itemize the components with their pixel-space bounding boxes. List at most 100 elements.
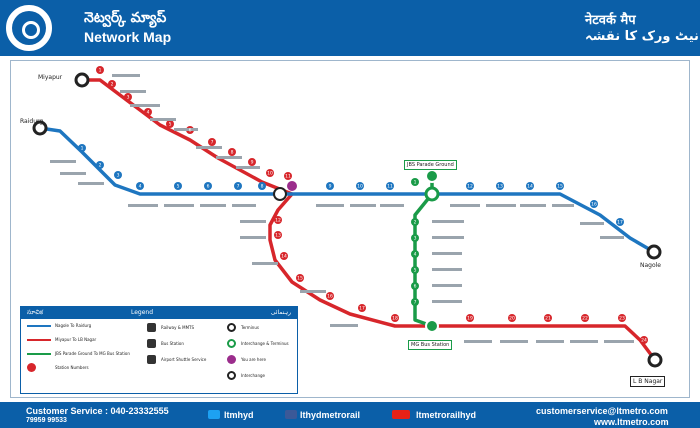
- metro-rail-logo-icon: [6, 5, 52, 51]
- station-label-jbs[interactable]: JBS Parade Ground: [404, 160, 457, 170]
- blue-station-marker: [174, 182, 182, 190]
- red-station-marker: [228, 148, 236, 156]
- station-label: [300, 290, 326, 293]
- station-number-label: 4: [147, 110, 150, 116]
- red-line-stations: [96, 66, 648, 344]
- red-station-marker: [124, 93, 132, 101]
- red-station-marker: [466, 314, 474, 322]
- station-number-label: 7: [414, 300, 417, 306]
- station-number-label: 2: [414, 220, 417, 226]
- red-station-marker: [508, 314, 516, 322]
- station-number-label: 2: [111, 82, 114, 88]
- station-number-icon: [27, 363, 36, 372]
- youtube-handle[interactable]: ltmetrorailhyd: [416, 410, 477, 420]
- legend-title-telugu: సూచిక: [27, 309, 43, 316]
- station-number-label: 6: [207, 184, 210, 190]
- station-number-label: 15: [297, 276, 303, 282]
- station-number-label: 10: [267, 171, 273, 177]
- page-title: Network Map: [84, 29, 172, 45]
- terminus-miyapur-icon[interactable]: [74, 72, 90, 88]
- station-number-label: 6: [189, 128, 192, 134]
- red-station-marker: [581, 314, 589, 322]
- red-station-marker: [284, 172, 292, 180]
- legend-item-label: JBS Parade Ground To MG Bus Station: [55, 351, 130, 356]
- twitter-icon: [208, 410, 220, 419]
- station-number-label: 7: [211, 140, 214, 146]
- legend-item-label: Interchange & Terminus: [241, 341, 289, 346]
- terminus-raidurg-icon[interactable]: [32, 120, 48, 136]
- blue-station-marker: [114, 171, 122, 179]
- blue-station-marker: [356, 182, 364, 190]
- blue-station-marker: [556, 182, 564, 190]
- blue-station-marker: [326, 182, 334, 190]
- interchange-ameerpet-icon[interactable]: [273, 187, 287, 201]
- legend-item-label: You are here: [241, 357, 266, 362]
- legend-item-label: Station Numbers: [55, 365, 89, 370]
- red-line-swatch: [27, 339, 51, 341]
- station-label: [450, 204, 480, 207]
- interchange-mgbs-icon[interactable]: [425, 319, 439, 333]
- page-title-urdu: نیٹ ورک کا نقشہ: [585, 29, 699, 44]
- station-number-label: 11: [387, 184, 393, 190]
- station-number-label: 1: [99, 68, 102, 74]
- station-number-label: 1: [414, 180, 417, 186]
- station-number-label: 5: [177, 184, 180, 190]
- station-label: [432, 252, 462, 255]
- station-number-label: 22: [582, 316, 588, 322]
- station-label: [200, 204, 226, 207]
- red-station-marker: [640, 336, 648, 344]
- station-label-miyapur[interactable]: Miyapur: [38, 74, 63, 81]
- red-station-marker: [248, 158, 256, 166]
- interchange-jbs-icon[interactable]: [425, 169, 439, 183]
- station-number-label: 21: [545, 316, 551, 322]
- facebook-icon: [285, 410, 297, 419]
- station-label: [232, 204, 256, 207]
- railway-icon: [147, 323, 156, 332]
- station-label: [50, 160, 76, 163]
- legend-item-label: Railway & MMTS: [161, 325, 195, 330]
- station-label-lb-nagar[interactable]: L B Nagar: [630, 376, 666, 387]
- red-station-marker: [108, 80, 116, 88]
- station-number-label: 24: [641, 338, 647, 344]
- station-number-label: 15: [557, 184, 563, 190]
- terminus-nagole-icon[interactable]: [646, 244, 662, 260]
- terminus-lb-nagar-icon[interactable]: [647, 352, 663, 368]
- terminus-icon: [227, 323, 236, 332]
- station-number-label: 6: [414, 284, 417, 290]
- station-label: [128, 204, 158, 207]
- station-number-label: 9: [251, 160, 254, 166]
- blue-station-marker: [78, 144, 86, 152]
- red-station-marker: [544, 314, 552, 322]
- station-label: [432, 268, 462, 271]
- station-number-label: 14: [281, 254, 287, 260]
- website-link[interactable]: www.ltmetro.com: [594, 417, 669, 427]
- station-number-label: 17: [359, 306, 365, 312]
- station-number-label: 3: [117, 173, 120, 179]
- legend-item-label: Terminus: [241, 325, 259, 330]
- facebook-handle[interactable]: lthydmetrorail: [300, 410, 361, 420]
- station-label: [500, 340, 528, 343]
- station-number-label: 13: [497, 184, 503, 190]
- station-number-label: 16: [591, 202, 597, 208]
- station-label-raidurg[interactable]: Raidurg: [20, 118, 44, 125]
- station-label: [236, 166, 260, 169]
- page-title-hindi: नेटवर्क मैप: [585, 13, 636, 28]
- red-station-marker: [618, 314, 626, 322]
- interchange-parade-ground-icon[interactable]: [424, 186, 440, 202]
- blue-station-marker: [136, 182, 144, 190]
- email-link[interactable]: customerservice@ltmetro.com: [536, 406, 668, 416]
- red-station-marker: [144, 108, 152, 116]
- station-number-label: 18: [392, 316, 398, 322]
- legend-title: Legend: [131, 309, 154, 316]
- station-label-mgbs[interactable]: MG Bus Station: [408, 340, 453, 350]
- station-label: [174, 128, 198, 131]
- header-bar: నెట్వర్క్ మ్యాప్ Network Map नेटवर्क मैप…: [0, 0, 700, 56]
- whatsapp-number[interactable]: 79959 99533: [26, 417, 67, 424]
- green-station-marker: [411, 250, 419, 258]
- station-label-nagole[interactable]: Nagole: [640, 262, 662, 269]
- twitter-handle[interactable]: ltmhyd: [224, 410, 254, 420]
- youtube-icon: [392, 410, 410, 419]
- you-are-here-icon: [227, 355, 236, 364]
- station-label: [240, 236, 266, 239]
- station-number-label: 2: [99, 163, 102, 169]
